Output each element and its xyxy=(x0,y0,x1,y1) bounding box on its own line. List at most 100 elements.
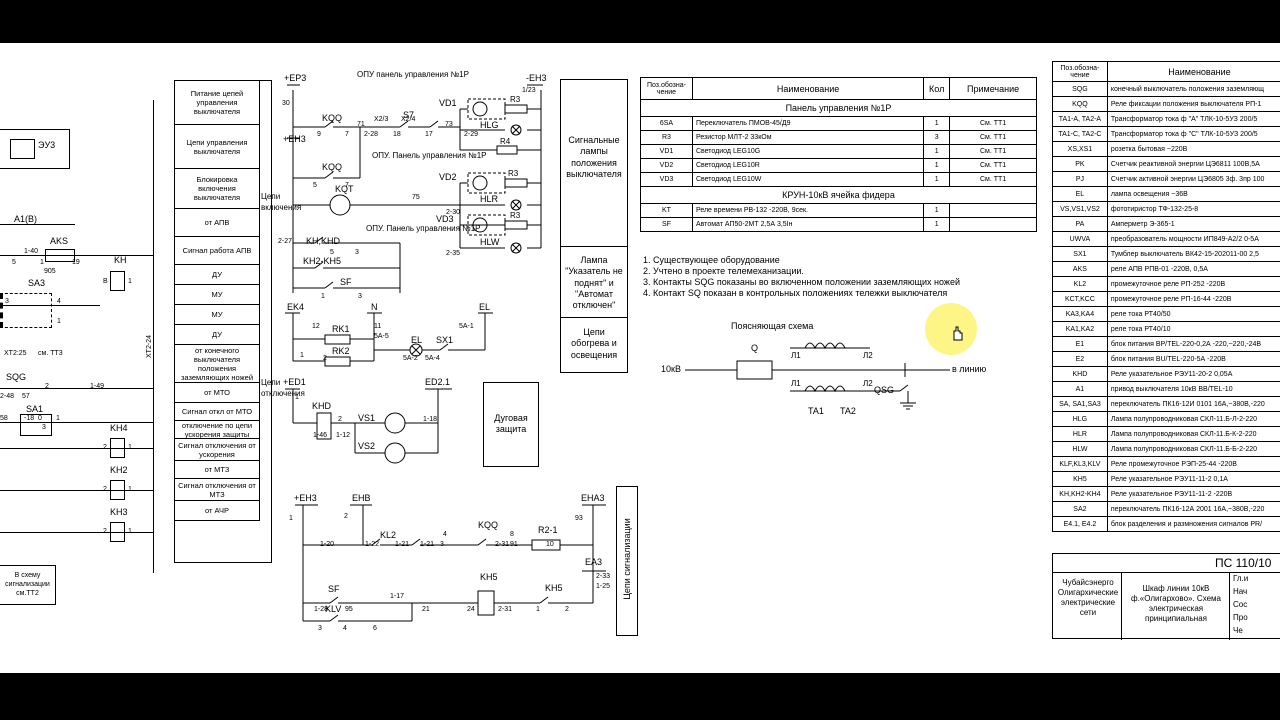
spec2-cell: преобразователь мощности ИП849-А2/2 0-5А xyxy=(1106,231,1280,247)
spec2-cell: TA1-A, TA2-A xyxy=(1052,111,1108,127)
kh-label: KH xyxy=(114,255,127,265)
spec2-cell: Лампа полупроводниковая СКЛ-11.Б-Л-2-220 xyxy=(1106,411,1280,427)
kqq-label-3: KQQ xyxy=(478,520,499,530)
spec2-cell: блок питания BU/TEL-220-5А -220В xyxy=(1106,351,1280,367)
spec1-cell: См. ТТ1 xyxy=(949,172,1037,187)
kh3-line xyxy=(0,532,153,533)
spec1-cell: Светодиод LEG10R xyxy=(691,158,925,173)
spec1-cell: 6SA xyxy=(640,116,693,131)
opu-label-2: ОПУ. Панель управления №1Р xyxy=(372,151,487,160)
spec2-cell: KA1,KA2 xyxy=(1052,321,1108,337)
ed1-label: +ED1 xyxy=(283,377,306,387)
sa3-box xyxy=(0,293,52,328)
wire-number: 12 xyxy=(312,323,320,330)
kqt-label: KQT xyxy=(335,184,354,194)
spec1-cell xyxy=(949,203,1037,218)
wire-number: 1/23 xyxy=(522,87,536,94)
mid-column: Сигнальные лампы положения выключателя Л… xyxy=(560,79,628,373)
r3-label-b: R3 xyxy=(508,169,519,178)
kh2-n1: 2 xyxy=(103,486,107,493)
ed21-label: ED2.1 xyxy=(425,377,451,387)
spec2-cell: промежуточное реле РП-16-44 -220В xyxy=(1106,291,1280,307)
spec2-cell: Счетчик реактивной энергии ЦЭ6811 100В,5… xyxy=(1106,156,1280,172)
title-code: ПС 110/10 xyxy=(1215,556,1272,570)
wire-number: 95 xyxy=(345,606,353,613)
kh4-label: KH4 xyxy=(110,423,128,433)
spec1-cell: 1 xyxy=(923,144,951,159)
spec2-cell: PJ xyxy=(1052,171,1108,187)
spec2-cell: привод выключателя 10кВ BB/TEL-10 xyxy=(1106,381,1280,397)
spec2-cell: блок питания BP/TEL-220-0,2А -220,~220,-… xyxy=(1106,336,1280,352)
title-side-cell: Сос xyxy=(1233,600,1248,609)
aks-coil xyxy=(45,249,75,262)
title-side-cell: Про xyxy=(1233,613,1248,622)
tt3-label: см. ТТ3 xyxy=(38,350,63,357)
spec2-cell: Трансформатор тока ф "C" ТЛК-10-5УЗ 200/… xyxy=(1106,126,1280,142)
spec2-cell: KLF,KL3,KLV xyxy=(1052,456,1108,472)
wire-number: 1 xyxy=(321,293,325,300)
spec2-cell: переключатель ПК16-12И 0101 16А,~380В,-2… xyxy=(1106,396,1280,412)
wire-number: 1-21 xyxy=(420,541,435,548)
spec2-cell: A1 xyxy=(1052,381,1108,397)
spec2-cell: E1 xyxy=(1052,336,1108,352)
wire-number: 4 xyxy=(443,531,447,538)
n-2-48: 1-49 xyxy=(90,383,105,390)
wire-number: 5A-4 xyxy=(425,355,440,362)
spec1-cell: R3 xyxy=(640,130,693,145)
explain-ta2: TA2 xyxy=(840,406,856,416)
note-item: 3. Контакты SQG показаны во включенном п… xyxy=(643,277,960,287)
eh3-minus-label: -EH3 xyxy=(526,73,547,83)
el2-label: EL xyxy=(411,335,423,345)
kh5-label-b: KH5 xyxy=(545,583,563,593)
klv-label: KLV xyxy=(325,604,342,614)
spec2-cell: XS,XS1 xyxy=(1052,141,1108,157)
kh3-n2: 1 xyxy=(128,528,132,535)
wire-number: 17 xyxy=(425,131,433,138)
sqg-line xyxy=(0,388,153,389)
ehb-label: EHB xyxy=(352,493,371,503)
spec1-cell: См. ТТ1 xyxy=(949,144,1037,159)
vs1-label: VS1 xyxy=(358,413,376,423)
wire-number: 11 xyxy=(374,323,382,330)
spec1-cell xyxy=(949,217,1037,232)
n-57: 2-48 xyxy=(0,393,15,400)
n-1-49: 2 xyxy=(45,383,49,390)
title-sep xyxy=(1053,572,1280,573)
wire-number: 5A-2 xyxy=(403,355,418,362)
spec2-cell: KH5 xyxy=(1052,471,1108,487)
wire-number: 1-12 xyxy=(336,432,351,439)
spec2-cell: промежуточное реле РП-252 -220В xyxy=(1106,276,1280,292)
left-panel-row: от АЧР xyxy=(174,500,260,521)
wire-number: 2-29 xyxy=(464,131,479,138)
spec1-cell: 1 xyxy=(923,172,951,187)
wire-number: X2/3 xyxy=(374,116,389,123)
explain-title: Поясняющая схема xyxy=(731,321,814,331)
wire-number: 1 xyxy=(536,606,540,613)
title-side-cell: Че xyxy=(1233,626,1243,635)
wire-number: 1-46 xyxy=(313,432,328,439)
spec2-cell: HLW xyxy=(1052,441,1108,457)
wire-number: 5A-5 xyxy=(374,333,389,340)
wire-number: 2-28 xyxy=(364,131,379,138)
spec2-cell: PA xyxy=(1052,216,1108,232)
explain-kv: 10кВ xyxy=(661,364,681,374)
spec2-cell: SA2 xyxy=(1052,501,1108,517)
a1-label: А1(В) xyxy=(14,214,38,224)
wire-number: 9 xyxy=(317,131,321,138)
wire-number: 91 xyxy=(510,541,518,548)
eu3-inner xyxy=(10,139,35,159)
spec2-cell: KL2 xyxy=(1052,276,1108,292)
